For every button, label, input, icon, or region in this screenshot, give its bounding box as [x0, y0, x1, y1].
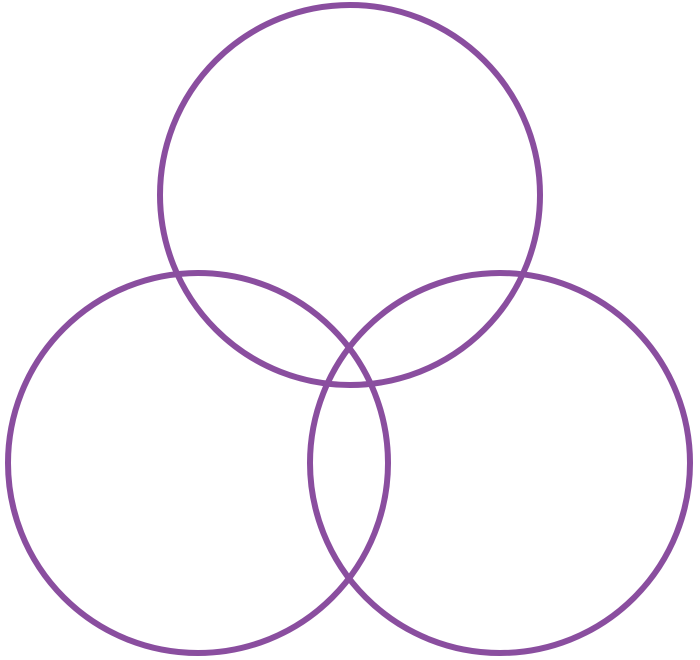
venn-circle-bottom-left — [5, 270, 391, 656]
venn-circle-top — [157, 2, 543, 388]
venn-circle-bottom-right — [307, 270, 693, 656]
